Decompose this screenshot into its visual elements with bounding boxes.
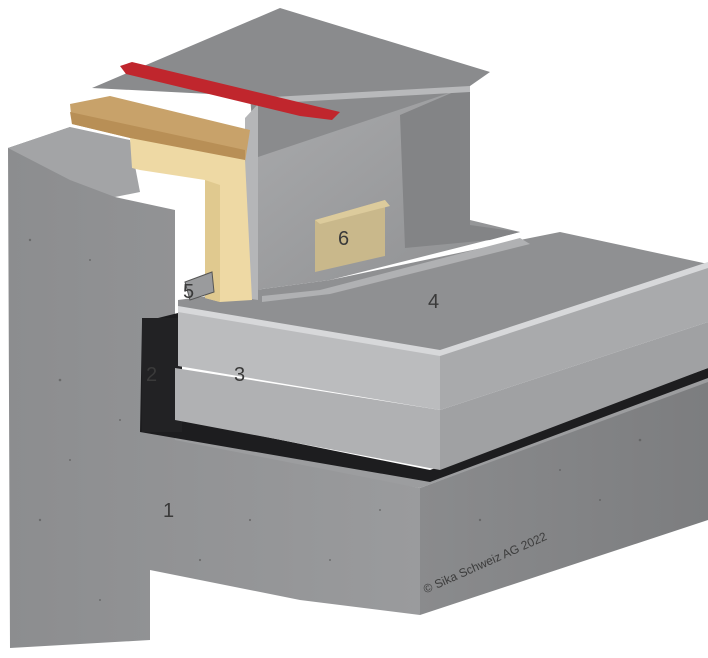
insulation-upper-right xyxy=(440,264,708,410)
insulation-lower-front xyxy=(175,368,440,470)
concrete-front-face xyxy=(8,127,420,648)
membrane-upstand-side xyxy=(400,85,520,248)
label-1: 1 xyxy=(163,500,175,522)
concrete-slab-right-face xyxy=(420,380,708,615)
roof-membrane-surface xyxy=(178,232,708,354)
upstand-insulation xyxy=(130,138,252,302)
red-flashing xyxy=(120,62,340,120)
insulation-upper-front xyxy=(178,310,440,410)
label-2: 2 xyxy=(146,364,158,386)
insulation-lower-right xyxy=(440,322,708,470)
label-5: 5 xyxy=(183,281,195,303)
membrane-cap-top xyxy=(92,8,490,158)
label-4: 4 xyxy=(428,291,440,313)
membrane-fillet xyxy=(262,238,530,302)
upstand-insulation-shadow xyxy=(205,180,220,302)
label-3: 3 xyxy=(234,364,246,386)
concrete-speckles xyxy=(28,238,642,601)
concrete-slab-top xyxy=(140,372,708,488)
timber-batten-front xyxy=(70,112,245,162)
concrete-parapet-top xyxy=(8,127,140,197)
fixing-bracket xyxy=(184,271,215,301)
insulation-block-top xyxy=(315,200,390,224)
membrane-cap-edge xyxy=(255,86,470,104)
label-6: 6 xyxy=(338,228,350,250)
roof-membrane-edge xyxy=(178,262,708,356)
